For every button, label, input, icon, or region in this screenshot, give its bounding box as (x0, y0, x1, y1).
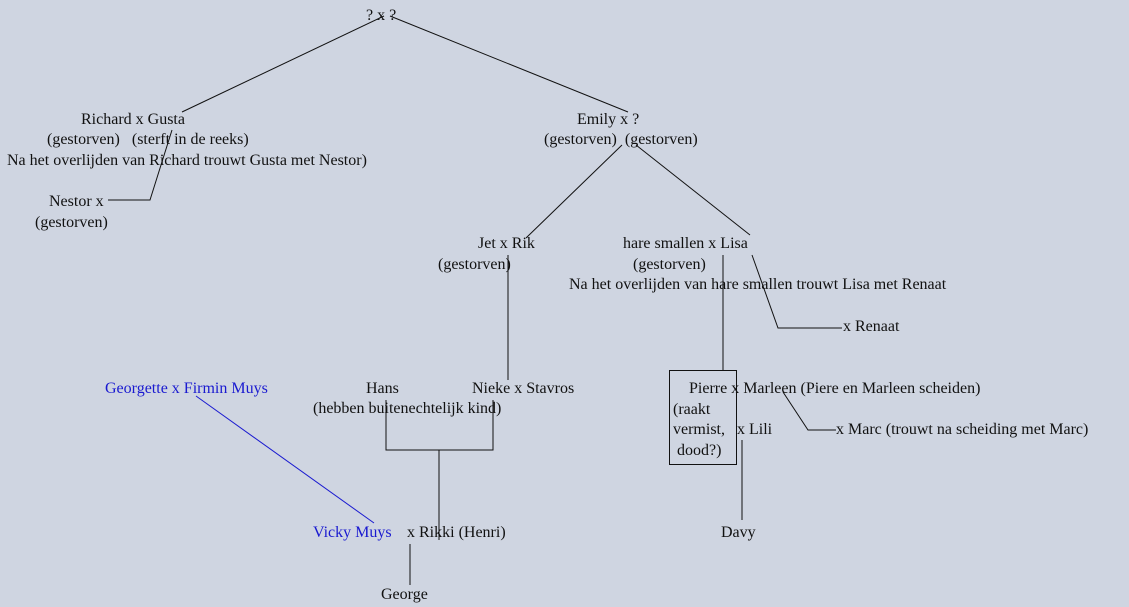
line-root-emily (389, 15, 629, 113)
line-emily-lisa (635, 144, 751, 236)
lili: x Lili (737, 421, 773, 438)
pierre-status-3: dood?) (677, 442, 722, 459)
hans: Hans (366, 380, 399, 397)
line-root-richard (181, 15, 385, 113)
pierre-box (669, 370, 737, 465)
jet-rik: Jet x Rik (478, 235, 535, 252)
pierre-status-1: (raakt (673, 401, 711, 418)
line-gusta-nestor (108, 129, 173, 201)
renaat: x Renaat (843, 318, 900, 335)
nieke-stavros: Nieke x Stavros (472, 380, 575, 397)
nestor-status: (gestorven) (35, 214, 108, 231)
smallen-lisa: hare smallen x Lisa (623, 235, 748, 252)
richard-gusta-status: (gestorven) (sterft in de reeks) (47, 131, 249, 148)
jet-status: (gestorven) (438, 256, 511, 273)
rikki: x Rikki (Henri) (407, 524, 506, 541)
line-emily-jet (525, 144, 623, 239)
vicky-muys: Vicky Muys (313, 524, 392, 541)
richard-note: Na het overlijden van Richard trouwt Gus… (7, 152, 367, 169)
marc: x Marc (trouwt na scheiding met Marc) (836, 421, 1089, 438)
emily: Emily x ? (577, 111, 640, 128)
pierre-marleen: Pierre x Marleen (Piere en Marleen schei… (689, 380, 981, 397)
davy: Davy (721, 524, 756, 541)
smallen-status: (gestorven) (633, 256, 706, 273)
line-marleen-marc (782, 391, 836, 431)
george: George (381, 586, 428, 603)
line-lisa-renaat (751, 254, 842, 329)
richard-gusta: Richard x Gusta (81, 111, 185, 128)
georgette-firmin: Georgette x Firmin Muys (105, 380, 268, 397)
root-couple: ? x ? (366, 7, 397, 24)
nestor: Nestor x (49, 193, 104, 210)
hans-note: (hebben buitenechtelijk kind) (313, 400, 502, 417)
smallen-note: Na het overlijden van hare smallen trouw… (569, 276, 947, 293)
line-firmin-vicky (195, 395, 375, 524)
pierre-status-2: vermist, (673, 421, 725, 438)
emily-status: (gestorven) (gestorven) (544, 131, 698, 148)
